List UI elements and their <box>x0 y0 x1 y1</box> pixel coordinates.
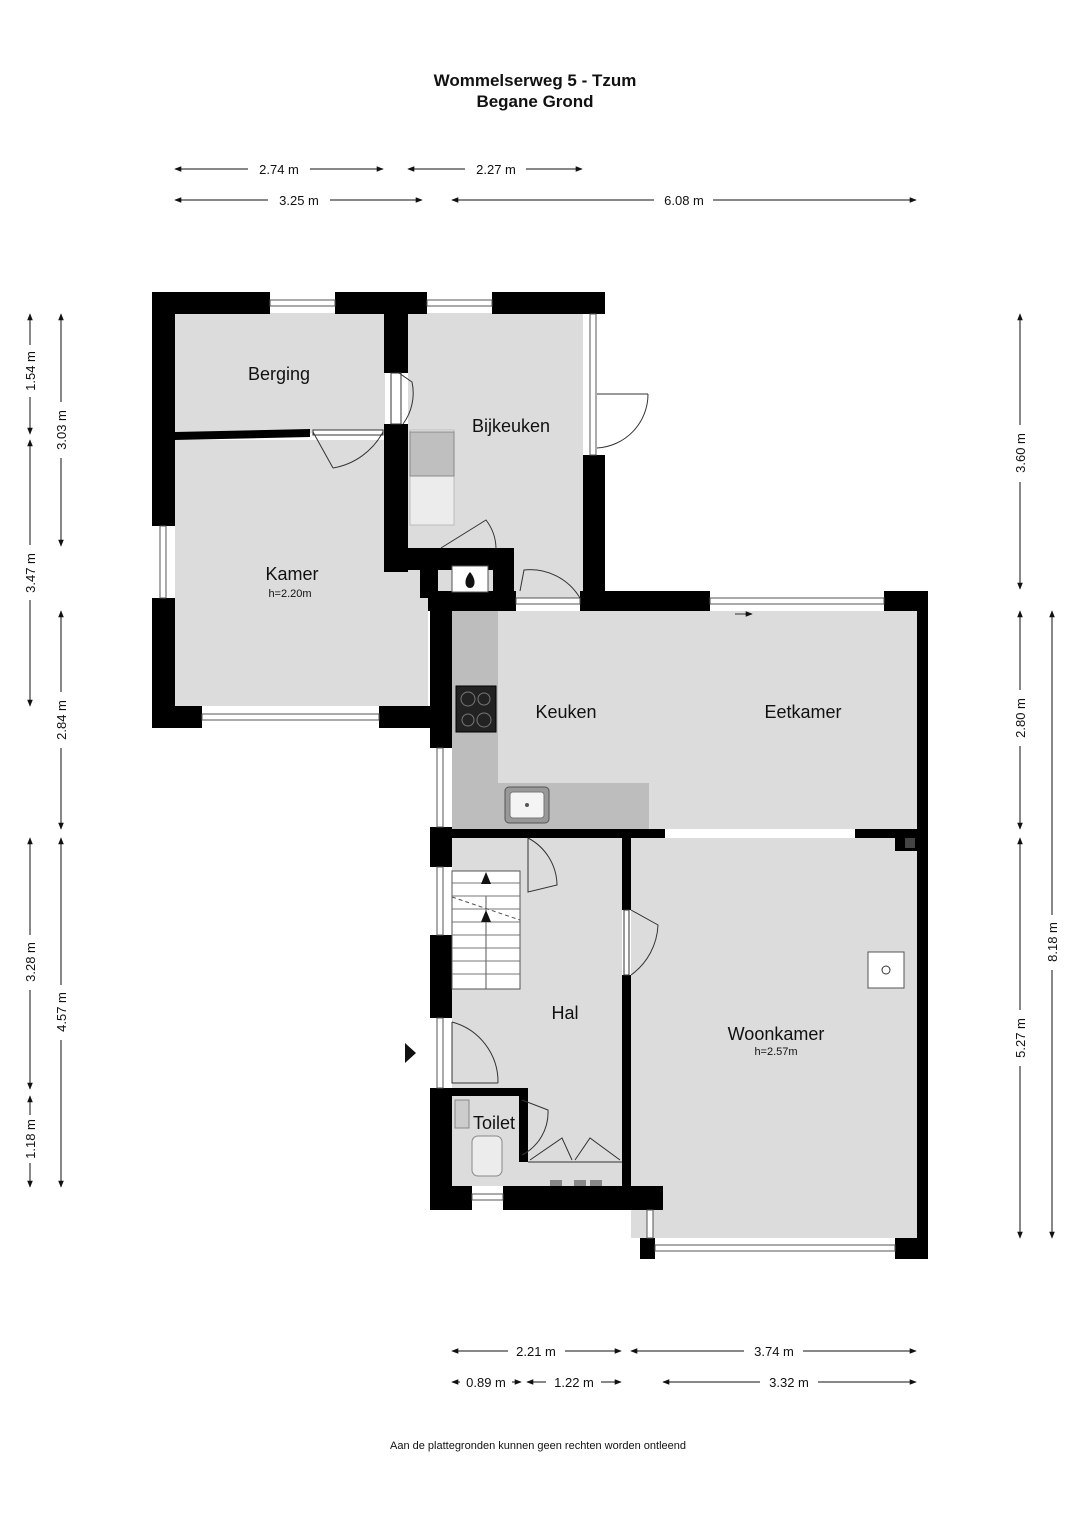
toilet-icon <box>471 1135 503 1177</box>
dim-left-0: 1.54 m <box>23 351 38 391</box>
dim-left-1: 3.03 m <box>54 410 69 450</box>
dim-left-5: 4.57 m <box>54 992 69 1032</box>
floor-areas <box>175 313 917 1238</box>
staircase <box>451 870 521 990</box>
disclaimer-note: Aan de plattegronden kunnen geen rechten… <box>390 1440 686 1452</box>
entrance-arrow-icon <box>405 1043 416 1063</box>
dim-right-2: 8.18 m <box>1045 922 1060 962</box>
dim-right-3: 5.27 m <box>1013 1018 1028 1058</box>
dim-left-2: 3.47 m <box>23 553 38 593</box>
room-height-kamer: h=2.20m <box>268 588 311 600</box>
room-labels: Berging Bijkeuken Kamer h=2.20m Keuken E… <box>248 364 842 1133</box>
room-label-eetkamer: Eetkamer <box>764 702 841 722</box>
dim-bottom-3: 1.22 m <box>554 1375 594 1390</box>
doors <box>312 372 659 1163</box>
dim-left-4: 3.28 m <box>23 942 38 982</box>
dim-bottom-0: 2.21 m <box>516 1344 556 1359</box>
dimension-labels-left: 1.54 m 3.03 m 3.47 m 2.84 m 3.28 m 4.57 … <box>23 351 69 1159</box>
dim-top-1: 2.27 m <box>476 162 516 177</box>
dimension-labels-right: 3.60 m 2.80 m 8.18 m 5.27 m <box>1013 433 1060 1058</box>
room-label-keuken: Keuken <box>535 702 596 722</box>
room-label-woonkamer: Woonkamer <box>728 1024 825 1044</box>
washer-icon <box>409 431 455 477</box>
dim-right-0: 3.60 m <box>1013 433 1028 473</box>
room-label-hal: Hal <box>551 1003 578 1023</box>
walls <box>152 292 928 1259</box>
room-label-kamer: Kamer <box>265 564 318 584</box>
flame-icon <box>465 572 475 588</box>
plan-title: Wommelserweg 5 - Tzum <box>434 71 637 90</box>
dim-bottom-1: 3.74 m <box>754 1344 794 1359</box>
room-height-woonkamer: h=2.57m <box>754 1046 797 1058</box>
cooktop-icon <box>455 685 497 733</box>
dim-bottom-4: 3.32 m <box>769 1375 809 1390</box>
dimension-labels-bottom: 2.21 m 3.74 m 0.89 m 1.22 m 3.32 m <box>466 1344 809 1390</box>
dim-top-0: 2.74 m <box>259 162 299 177</box>
windows <box>159 299 896 1252</box>
fixtures <box>405 431 915 1186</box>
plan-subtitle: Begane Grond <box>476 92 593 111</box>
floor-berging <box>175 313 385 433</box>
room-label-berging: Berging <box>248 364 310 384</box>
dim-right-1: 2.80 m <box>1013 698 1028 738</box>
dim-top-3: 6.08 m <box>664 193 704 208</box>
floor-woonkamer <box>631 838 917 1238</box>
room-label-bijkeuken: Bijkeuken <box>472 416 550 436</box>
room-label-toilet: Toilet <box>473 1113 515 1133</box>
dimension-lines <box>27 166 1055 1385</box>
washbasin-icon <box>454 1099 470 1129</box>
stove-icon <box>867 951 905 989</box>
dimension-labels-top: 2.74 m 2.27 m 3.25 m 6.08 m <box>259 162 704 208</box>
dim-left-6: 1.18 m <box>23 1119 38 1159</box>
dim-top-2: 3.25 m <box>279 193 319 208</box>
stair-up-arrow-icon <box>481 872 491 884</box>
dim-bottom-2: 0.89 m <box>466 1375 506 1390</box>
dim-left-3: 2.84 m <box>54 700 69 740</box>
